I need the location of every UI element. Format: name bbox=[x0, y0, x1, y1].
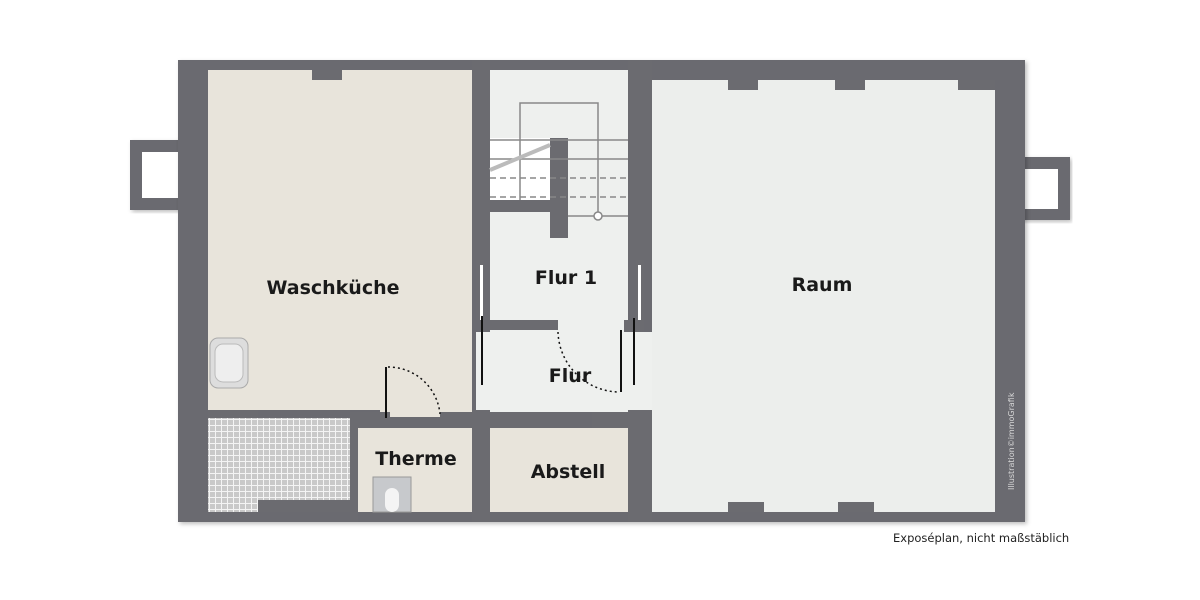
label-waschkueche: Waschküche bbox=[266, 277, 399, 299]
label-therme: Therme bbox=[375, 448, 456, 470]
caption: Exposéplan, nicht maßstäblich bbox=[893, 531, 1070, 545]
label-flur: Flur bbox=[549, 365, 592, 387]
doors bbox=[385, 316, 635, 418]
credit-watermark: Illustration©immoGrafik bbox=[1007, 392, 1016, 490]
inner-walls bbox=[258, 60, 995, 522]
label-flur1: Flur 1 bbox=[535, 267, 597, 289]
sink-icon bbox=[209, 337, 249, 389]
label-abstell: Abstell bbox=[531, 461, 606, 483]
room-abstell bbox=[490, 428, 628, 512]
toilet-icon bbox=[372, 476, 412, 513]
label-raum: Raum bbox=[792, 274, 853, 296]
room-flur bbox=[476, 332, 652, 412]
room-raum bbox=[652, 80, 995, 512]
room-shower bbox=[208, 418, 350, 512]
staircase bbox=[489, 102, 628, 221]
room-waschkueche bbox=[208, 70, 472, 410]
